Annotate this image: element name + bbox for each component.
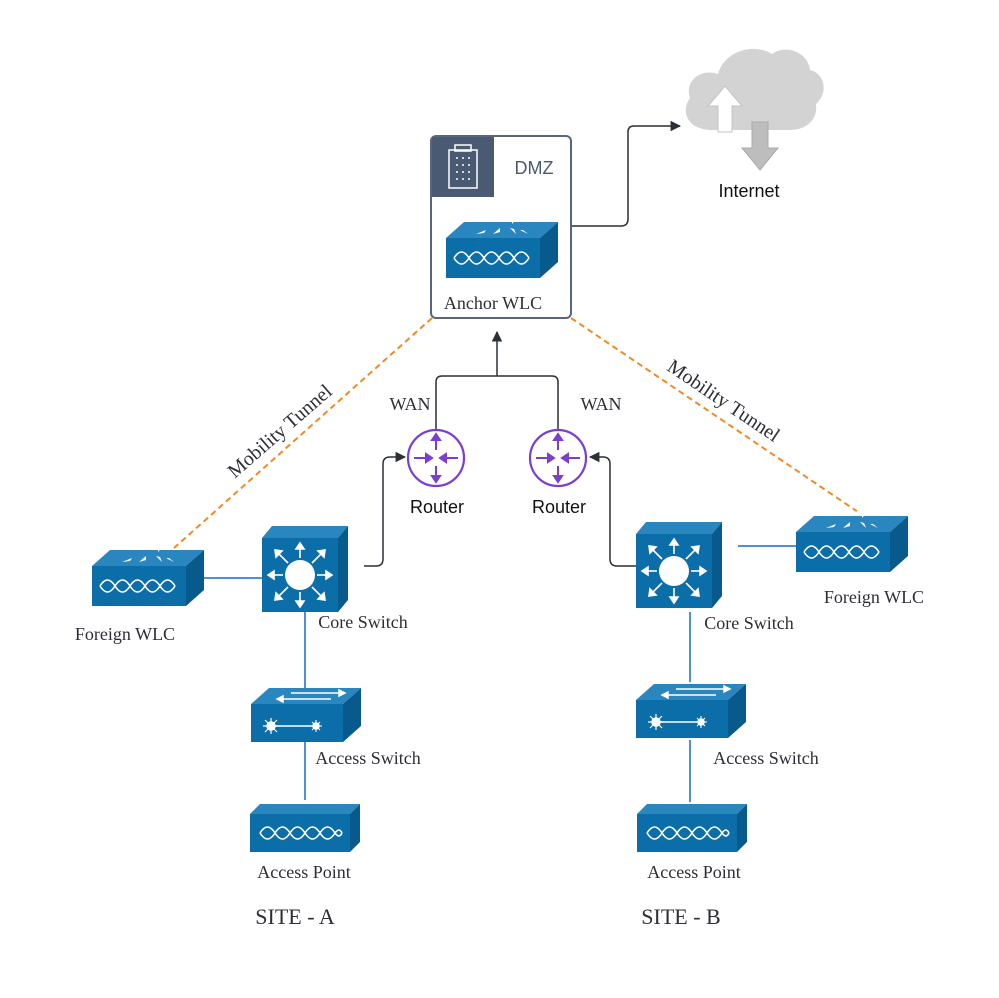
layer3-switch-icon — [261, 525, 349, 613]
site-a-access-switch-label: Access Switch — [315, 748, 420, 768]
wan-label-left: WAN — [390, 394, 431, 414]
internet-label: Internet — [718, 181, 779, 201]
layer3-switch-icon — [635, 521, 723, 609]
site-b-core-switch-label: Core Switch — [704, 613, 794, 633]
router-left: Router — [406, 428, 466, 517]
building-icon — [448, 144, 478, 189]
site-a-title: SITE - A — [255, 904, 335, 929]
site-b: Core Switch Foreign WLC Access Switch Ac… — [635, 505, 924, 929]
mobility-tunnel-label-right: Mobility Tunnel — [663, 355, 784, 447]
mobility-tunnel-a — [173, 317, 433, 549]
router-right: Router — [528, 428, 588, 517]
site-a-core-switch-label: Core Switch — [318, 612, 408, 632]
internet-node: Internet — [685, 48, 824, 201]
router-icon — [528, 428, 588, 488]
wireless-lan-controller-icon — [795, 505, 909, 573]
router-icon — [406, 428, 466, 488]
workgroup-switch-icon — [635, 683, 747, 739]
dmz-zone: DMZ Anchor WLC — [430, 135, 572, 319]
site-a: Foreign WLC Core Switch Access Switch Ac… — [75, 525, 421, 929]
router-left-label: Router — [410, 497, 464, 517]
dmz-header — [432, 137, 494, 197]
link-core-b-router — [588, 451, 636, 567]
mobility-tunnel-b — [570, 317, 859, 513]
dmz-label: DMZ — [515, 158, 554, 178]
workgroup-switch-icon — [250, 687, 362, 743]
links — [173, 120, 859, 802]
link-core-a-router — [364, 451, 407, 567]
link-wan-bus — [435, 375, 559, 430]
site-b-title: SITE - B — [641, 904, 720, 929]
access-point-icon — [249, 803, 361, 853]
site-b-foreign-wlc-label: Foreign WLC — [824, 587, 924, 607]
link-dmz-internet — [571, 120, 682, 227]
cloud-upload-download-icon — [685, 48, 824, 171]
anchor-wlc-label: Anchor WLC — [444, 293, 542, 313]
site-b-access-point-label: Access Point — [647, 862, 741, 882]
site-a-foreign-wlc-label: Foreign WLC — [75, 624, 175, 644]
site-b-access-switch-label: Access Switch — [713, 748, 818, 768]
mobility-tunnel-label-left: Mobility Tunnel — [224, 380, 337, 483]
router-right-label: Router — [532, 497, 586, 517]
access-point-icon — [636, 803, 748, 853]
site-a-access-point-label: Access Point — [257, 862, 351, 882]
wan-label-right: WAN — [581, 394, 622, 414]
wireless-lan-controller-icon — [91, 539, 205, 607]
